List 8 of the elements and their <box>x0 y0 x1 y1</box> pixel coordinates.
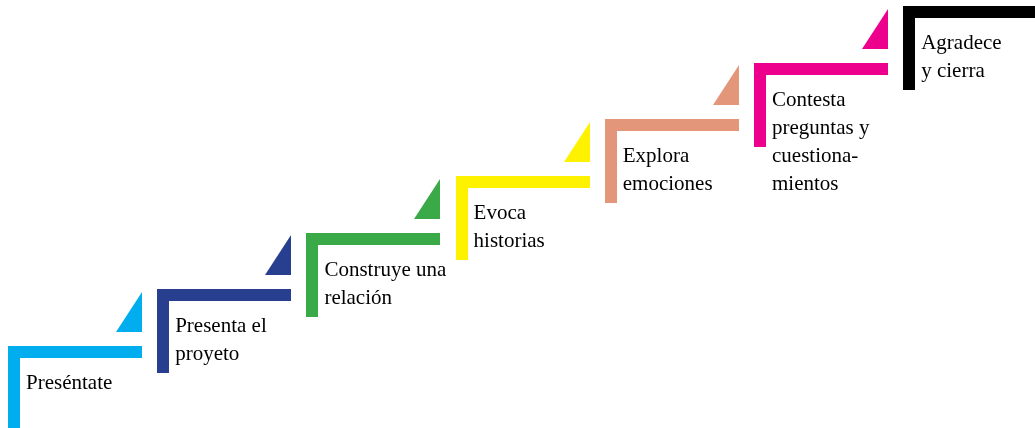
step-label: Preséntate <box>26 369 114 396</box>
step-label: Explora emociones <box>622 142 714 198</box>
step-label: Contesta preguntas y cuestiona- mientos <box>772 85 871 197</box>
step-label: Evoca historias <box>473 198 546 254</box>
step-label: Agradece y cierra <box>921 28 1003 84</box>
step-label: Construye una relación <box>324 255 447 311</box>
step-label: Presenta el proyeto <box>175 312 268 368</box>
step-bracket <box>903 5 1035 90</box>
